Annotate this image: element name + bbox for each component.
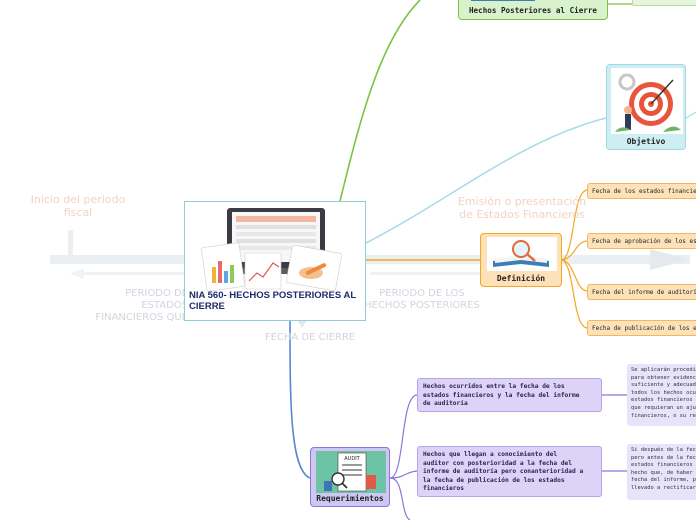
top-branch-image-strip (471, 0, 535, 1)
requirement-item-2-line: auditor con posterioridad a la fecha del (423, 459, 573, 467)
requirement-note-2[interactable]: Si después de la fecha del informe pero … (627, 444, 696, 500)
svg-text:AUDIT: AUDIT (344, 456, 360, 462)
note-1-line: financieros, o su revelación (631, 412, 696, 419)
cutoff-label: FECHA DE CIERRE (264, 332, 356, 343)
connector-objective (365, 117, 607, 244)
definition-label: Definición (496, 274, 546, 283)
definition-item-1[interactable]: Fecha de los estados financieros (587, 183, 696, 199)
start-period-label: Inicio del periodo fiscal (30, 193, 126, 219)
requirement-item-1-line: de auditoría (423, 400, 468, 407)
definition-node[interactable]: Definición (480, 233, 562, 287)
objective-node[interactable]: Objetivo (606, 64, 686, 150)
top-branch-label: Hechos Posteriores al Cierre (468, 6, 597, 15)
requirement-item-2-line: Hechos que llegan a conocimiento del (423, 451, 558, 458)
definition-item-4[interactable]: Fecha de publicación de los estados fina… (587, 320, 696, 336)
laptop-documents-illustration (201, 208, 342, 291)
requirement-item-1-line: estados financieros y la fecha del infor… (423, 391, 580, 399)
note-1-line: para obtener evidencia (631, 374, 696, 381)
target-illustration (611, 68, 683, 134)
note-2-line: pero antes de la fecha de publicación (631, 454, 696, 461)
requirement-item-2[interactable]: Hechos que llegan a conocimiento del aud… (417, 446, 602, 497)
note-2-line: fecha del informe, podría haber (631, 477, 696, 484)
note-1-line: suficiente y adecuada de que (631, 382, 696, 389)
definition-item-2[interactable]: Fecha de aprobación de los estados finan… (587, 233, 696, 249)
note-1-line: que requieran un ajuste (631, 404, 696, 411)
connector-top (339, 0, 421, 202)
central-node[interactable]: NIA 560- HECHOS POSTERIORES AL CIERRE (184, 201, 366, 321)
objective-label: Objetivo (626, 137, 666, 146)
note-2-line: Si después de la fecha del informe (631, 447, 696, 453)
requirement-item-2-line: financieros (423, 485, 464, 492)
requirement-item-1-line: Hechos ocurridos entre la fecha de los (423, 383, 565, 390)
definition-connectors (561, 189, 588, 329)
note-2-line: estados financieros llega a (631, 462, 696, 469)
top-branch-node[interactable]: Hechos Posteriores al Cierre (458, 0, 608, 20)
emission-label: Emisión o presentación de Estados Financ… (457, 195, 587, 221)
definition-item-3[interactable]: Fecha del informe de auditoría (587, 284, 696, 300)
note-2-line: hecho que, de haber sido conocido (631, 469, 696, 476)
note-1-line: todos los hechos ocurridos entre (631, 389, 696, 396)
connector-objective-right (685, 111, 696, 119)
requirement-item-2-line: informe de auditoría pero conanteriorida… (423, 468, 584, 475)
requirement-item-2-line: la fecha de publicación de los estados (423, 476, 565, 484)
period-fs-label: PERIODO DE ESTADOS FINANCIEROS QUE (95, 288, 188, 323)
requirements-node[interactable]: AUDIT Requerimientos (310, 447, 390, 507)
note-1-line: estados financieros y la fecha (631, 397, 696, 404)
requirement-item-1[interactable]: Hechos ocurridos entre la fecha de los e… (417, 378, 602, 412)
top-right-leaf[interactable] (632, 0, 696, 6)
period-after-label: PERIODO DE LOS HECHOS POSTERIORES (364, 288, 480, 311)
audit-illustration: AUDIT (316, 451, 386, 493)
requirements-connectors (389, 394, 627, 520)
note-1-line: Se aplicarán procedimientos (631, 367, 696, 373)
requirement-note-1[interactable]: Se aplicarán procedimientos para obtener… (627, 364, 696, 426)
central-title: NIA 560- HECHOS POSTERIORES AL CIERRE (189, 290, 356, 312)
requirements-label: Requerimientos (316, 494, 384, 503)
connector-requirements (289, 320, 311, 479)
note-2-line: llevado a rectificar (631, 484, 696, 491)
magnifier-book-illustration (487, 237, 557, 271)
